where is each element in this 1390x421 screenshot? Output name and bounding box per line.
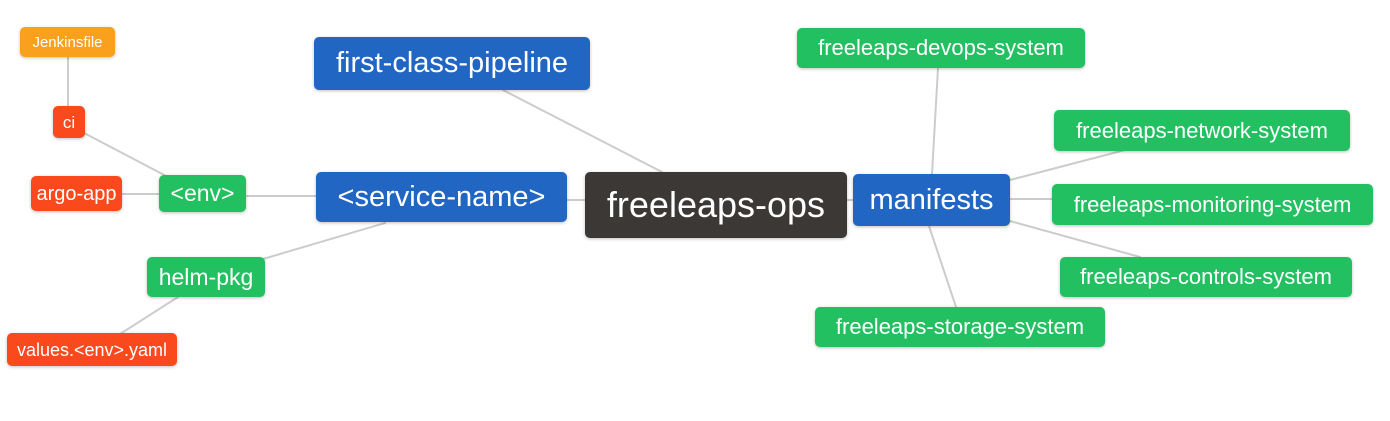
node-freeleaps-network-system[interactable]: freeleaps-network-system (1054, 110, 1350, 151)
node-service-name[interactable]: <service-name> (316, 172, 567, 222)
edge-ci-to-env (83, 132, 169, 178)
node-ci[interactable]: ci (53, 106, 85, 138)
node-manifests[interactable]: manifests (853, 174, 1010, 226)
node-env[interactable]: <env> (159, 175, 246, 212)
node-helm-pkg[interactable]: helm-pkg (147, 257, 265, 297)
node-first-class-pipeline[interactable]: first-class-pipeline (314, 37, 590, 90)
node-freeleaps-storage-system[interactable]: freeleaps-storage-system (815, 307, 1105, 347)
edge-helm-pkg-to-service-name (262, 222, 386, 260)
edge-manifests-to-freeleaps-storage-system (928, 225, 957, 308)
node-values-env-yaml[interactable]: values.<env>.yaml (7, 333, 177, 366)
node-jenkinsfile[interactable]: Jenkinsfile (20, 27, 115, 57)
edge-manifests-to-freeleaps-network-system (1009, 149, 1126, 181)
edge-manifests-to-freeleaps-controls-system (1009, 220, 1141, 258)
edge-freeleaps-devops-system-to-manifests (931, 67, 939, 175)
node-freeleaps-monitoring-system[interactable]: freeleaps-monitoring-system (1052, 184, 1373, 225)
edge-first-class-pipeline-to-freeleaps-ops (502, 89, 663, 173)
node-freeleaps-devops-system[interactable]: freeleaps-devops-system (797, 28, 1085, 68)
node-freeleaps-controls-system[interactable]: freeleaps-controls-system (1060, 257, 1352, 297)
node-freeleaps-ops[interactable]: freeleaps-ops (585, 172, 847, 238)
edge-values-env-yaml-to-helm-pkg (119, 296, 179, 335)
node-argo-app[interactable]: argo-app (31, 176, 122, 211)
